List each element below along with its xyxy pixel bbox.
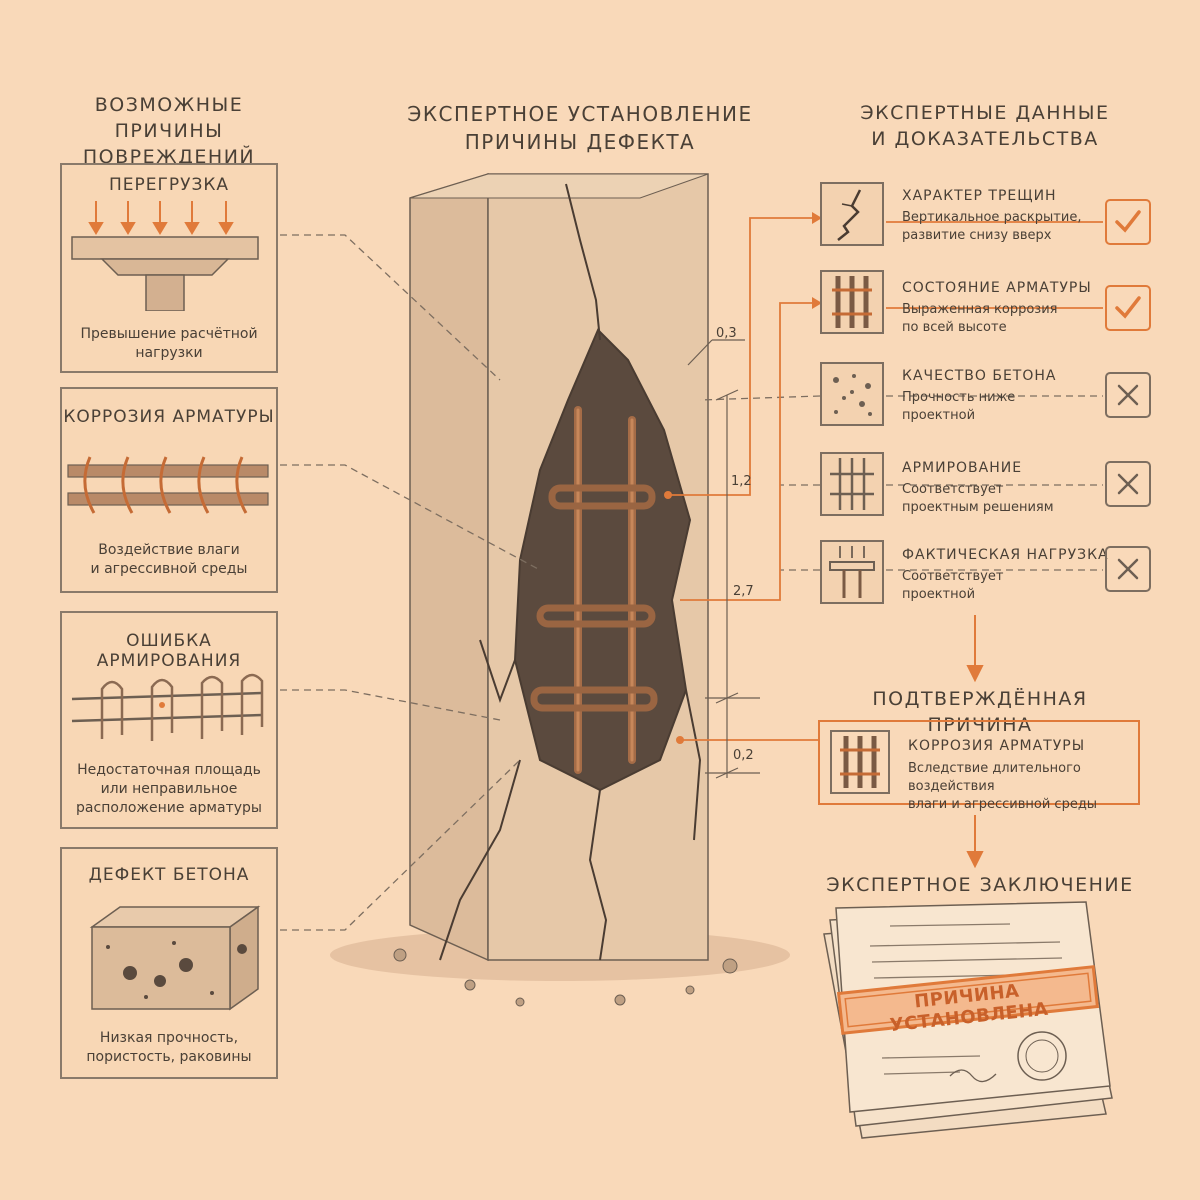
- confirmed-heading: ПОДТВЕРЖДЁННАЯ ПРИЧИНА: [872, 688, 1088, 736]
- cause-title: КОРРОЗИЯ АРМАТУРЫ: [63, 407, 275, 427]
- rebar-icon: [830, 730, 890, 794]
- porous-concrete-block-icon: [89, 905, 261, 1011]
- evidence-title: ХАРАКТЕР ТРЕЩИН: [902, 188, 1057, 204]
- evidence-desc: Соответствует проектной: [902, 569, 1004, 602]
- confirmed-title: КОРРОЗИЯ АРМАТУРЫ: [908, 738, 1086, 754]
- reinforcement-cage-icon: [71, 673, 264, 741]
- cause-title: ДЕФЕКТ БЕТОНА: [88, 865, 250, 885]
- evidence-desc: Выраженная коррозия по всей высоте: [902, 302, 1058, 335]
- cross-icon: [1105, 372, 1151, 418]
- cause-desc: Воздействие влаги и агрессивной среды: [90, 542, 248, 577]
- rebar-icon: [820, 270, 884, 334]
- overload-beam-icon: [71, 201, 259, 311]
- load-icon: [820, 540, 884, 604]
- evidence-desc: Соответствует проектным решениям: [902, 482, 1054, 515]
- reinforcement-grid-icon: [820, 452, 884, 516]
- confirmed-desc: Вследствие длительного воздействия влаги…: [908, 761, 1098, 812]
- left-heading: ВОЗМОЖНЫЕ ПРИЧИНЫ ПОВРЕЖДЕНИЙ: [82, 94, 256, 168]
- dimension-label: 1,2: [731, 474, 752, 489]
- check-icon: [1105, 199, 1151, 245]
- evidence-title: СОСТОЯНИЕ АРМАТУРЫ: [902, 280, 1092, 296]
- cause-card-reinforcement-error: ОШИБКА АРМИРОВАНИЯ Недостаточная площадь…: [60, 611, 278, 829]
- conclusion-document: [823, 901, 1113, 1139]
- cause-title: ОШИБКА АРМИРОВАНИЯ: [96, 631, 242, 671]
- crack-icon: [820, 182, 884, 246]
- cause-title: ПЕРЕГРУЗКА: [108, 175, 230, 195]
- cause-card-rebar-corrosion: КОРРОЗИЯ АРМАТУРЫ Воздействие влаги и аг…: [60, 387, 278, 593]
- cross-icon: [1105, 461, 1151, 507]
- corroded-rebar-icon: [67, 456, 269, 514]
- concrete-texture-icon: [820, 362, 884, 426]
- cross-icon: [1105, 546, 1151, 592]
- dimension-label: 2,7: [733, 584, 754, 599]
- evidence-title: АРМИРОВАНИЕ: [902, 460, 1023, 476]
- cause-card-concrete-defect: ДЕФЕКТ БЕТОНА Низкая прочность, пористос…: [60, 847, 278, 1079]
- confirmed-cause-card: КОРРОЗИЯ АРМАТУРЫ Вследствие длительного…: [818, 720, 1140, 812]
- dimension-label: 0,2: [733, 748, 754, 763]
- cause-desc: Превышение расчётной нагрузки: [80, 326, 258, 361]
- cause-desc: Низкая прочность, пористость, раковины: [86, 1030, 252, 1065]
- evidence-title: ФАКТИЧЕСКАЯ НАГРУЗКА: [902, 547, 1109, 563]
- evidence-desc: Прочность ниже проектной: [902, 390, 1016, 423]
- conclusion-heading: ЭКСПЕРТНОЕ ЗАКЛЮЧЕНИЕ: [826, 874, 1134, 896]
- right-heading: ЭКСПЕРТНЫЕ ДАННЫЕ И ДОКАЗАТЕЛЬСТВА: [860, 102, 1110, 150]
- center-heading: ЭКСПЕРТНОЕ УСТАНОВЛЕНИЕ ПРИЧИНЫ ДЕФЕКТА: [407, 102, 753, 154]
- check-icon: [1105, 285, 1151, 331]
- dimension-label: 0,3: [716, 326, 737, 341]
- evidence-desc: Вертикальное раскрытие, развитие снизу в…: [902, 210, 1082, 243]
- evidence-title: КАЧЕСТВО БЕТОНА: [902, 368, 1057, 384]
- cause-card-overload: ПЕРЕГРУЗКА Превышение расчётной нагрузки: [60, 163, 278, 373]
- cause-desc: Недостаточная площадь или неправильное р…: [76, 762, 262, 816]
